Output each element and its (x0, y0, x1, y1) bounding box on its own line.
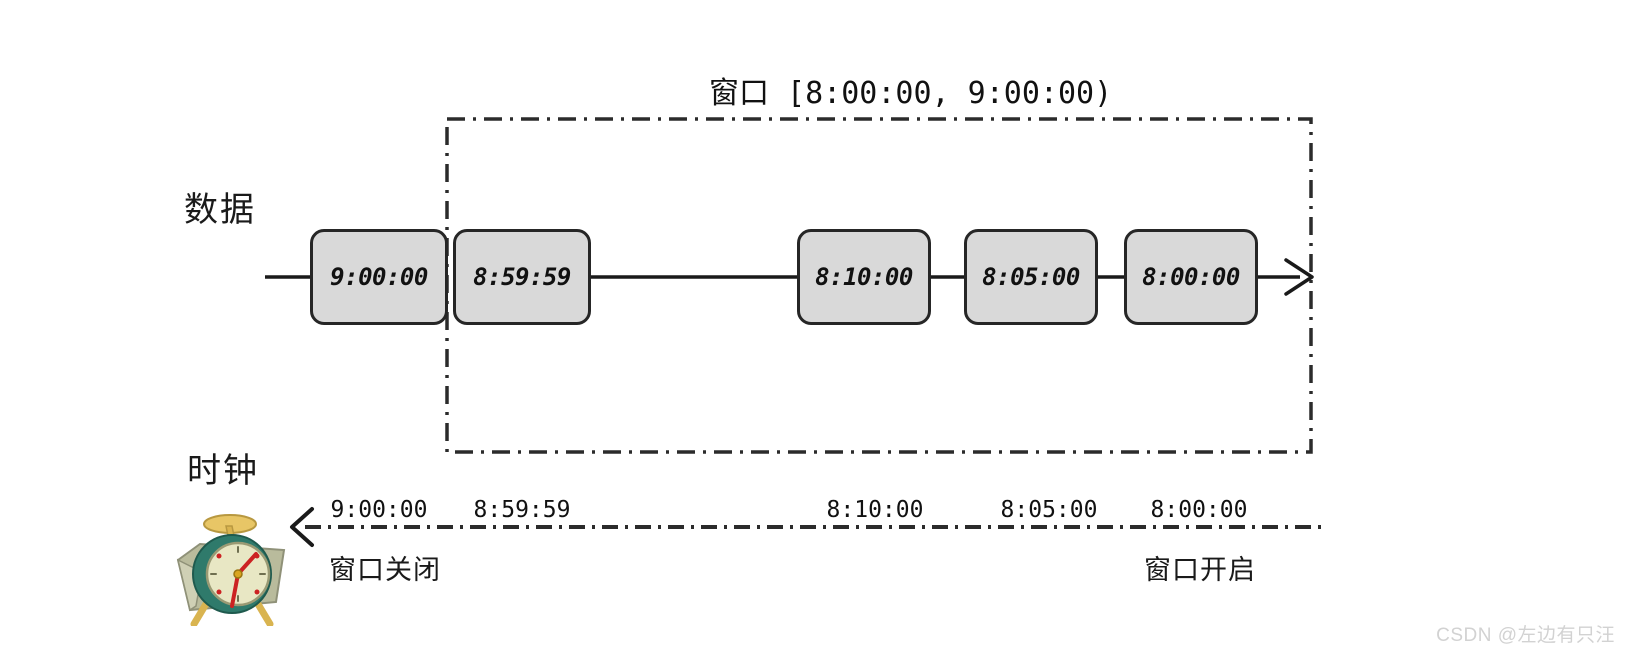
phase-label-window-close: 窗口关闭 (329, 555, 441, 585)
event-box-9-00-00[interactable]: 9:00:00 (310, 229, 448, 325)
event-box-8-05-00[interactable]: 8:05:00 (964, 229, 1098, 325)
csdn-watermark: CSDN @左边有只汪 (1436, 625, 1615, 646)
event-time-label: 8:05:00 (982, 263, 1080, 291)
window-range-title: 窗口 [8:00:00, 9:00:00) (709, 76, 1113, 111)
data-axis-arrowhead-icon (1284, 258, 1314, 296)
event-box-8-10-00[interactable]: 8:10:00 (797, 229, 931, 325)
clock-tick-8-05-00: 8:05:00 (1000, 497, 1098, 523)
clock-tick-8-00-00: 8:00:00 (1150, 497, 1248, 523)
event-time-label: 8:59:59 (473, 263, 571, 291)
event-time-label: 9:00:00 (330, 263, 428, 291)
event-box-8-59-59[interactable]: 8:59:59 (453, 229, 591, 325)
clock-axis-arrowhead-icon (290, 507, 314, 547)
phase-label-window-open: 窗口开启 (1144, 555, 1256, 585)
clock-tick-9-00-00: 9:00:00 (330, 497, 428, 523)
event-time-label: 8:10:00 (815, 263, 913, 291)
clock-tick-8-59-59: 8:59:59 (473, 497, 571, 523)
row-label-clock: 时钟 (187, 452, 259, 490)
event-time-label: 8:00:00 (1142, 263, 1240, 291)
clock-tick-8-10-00: 8:10:00 (826, 497, 924, 523)
row-label-data: 数据 (184, 191, 256, 229)
event-box-8-00-00[interactable]: 8:00:00 (1124, 229, 1258, 325)
alarm-clock-icon (176, 514, 286, 626)
